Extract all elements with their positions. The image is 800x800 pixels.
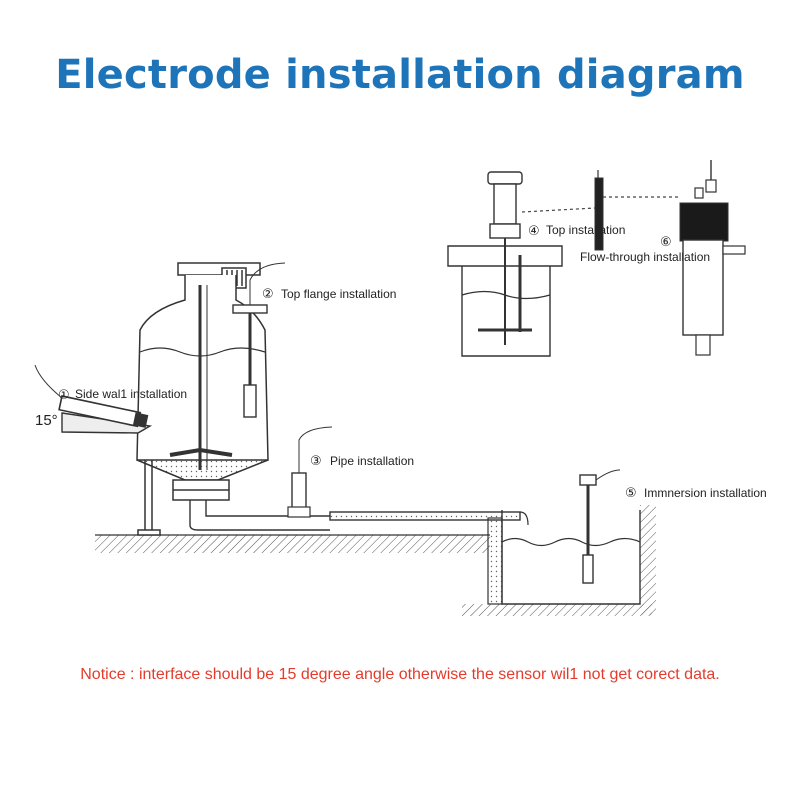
angle-label: 15° bbox=[35, 412, 58, 429]
top-number: ④ bbox=[528, 224, 540, 239]
top-installation-vessel bbox=[447, 171, 563, 357]
flow-through-label: Flow-through installation bbox=[580, 250, 710, 264]
side-wall-sensor bbox=[34, 364, 153, 434]
immersion-tank bbox=[487, 469, 641, 605]
main-tank bbox=[136, 262, 330, 536]
flow-through-cell bbox=[679, 160, 746, 356]
immersion-number: ⑤ bbox=[625, 486, 637, 501]
top-flange-number: ② bbox=[262, 287, 274, 302]
ground bbox=[95, 505, 656, 616]
probe bbox=[594, 170, 604, 251]
pipe-number: ③ bbox=[310, 454, 322, 469]
dashed-connectors bbox=[521, 196, 680, 213]
immersion-label: Immnersion installation bbox=[644, 486, 767, 500]
notice-text: Notice : interface should be 15 degree a… bbox=[80, 666, 720, 683]
side-wall-number: ① bbox=[58, 388, 70, 403]
top-flange-sensor bbox=[232, 262, 286, 418]
flow-through-number: ⑥ bbox=[660, 235, 672, 250]
side-wall-label: Side wal1 installation bbox=[75, 387, 187, 401]
top-label: Top installation bbox=[546, 223, 625, 237]
page-title: Electrode installation diagram bbox=[55, 52, 745, 98]
pipe bbox=[287, 426, 529, 526]
top-flange-label: Top flange installation bbox=[281, 287, 396, 301]
pipe-label: Pipe installation bbox=[330, 454, 414, 468]
